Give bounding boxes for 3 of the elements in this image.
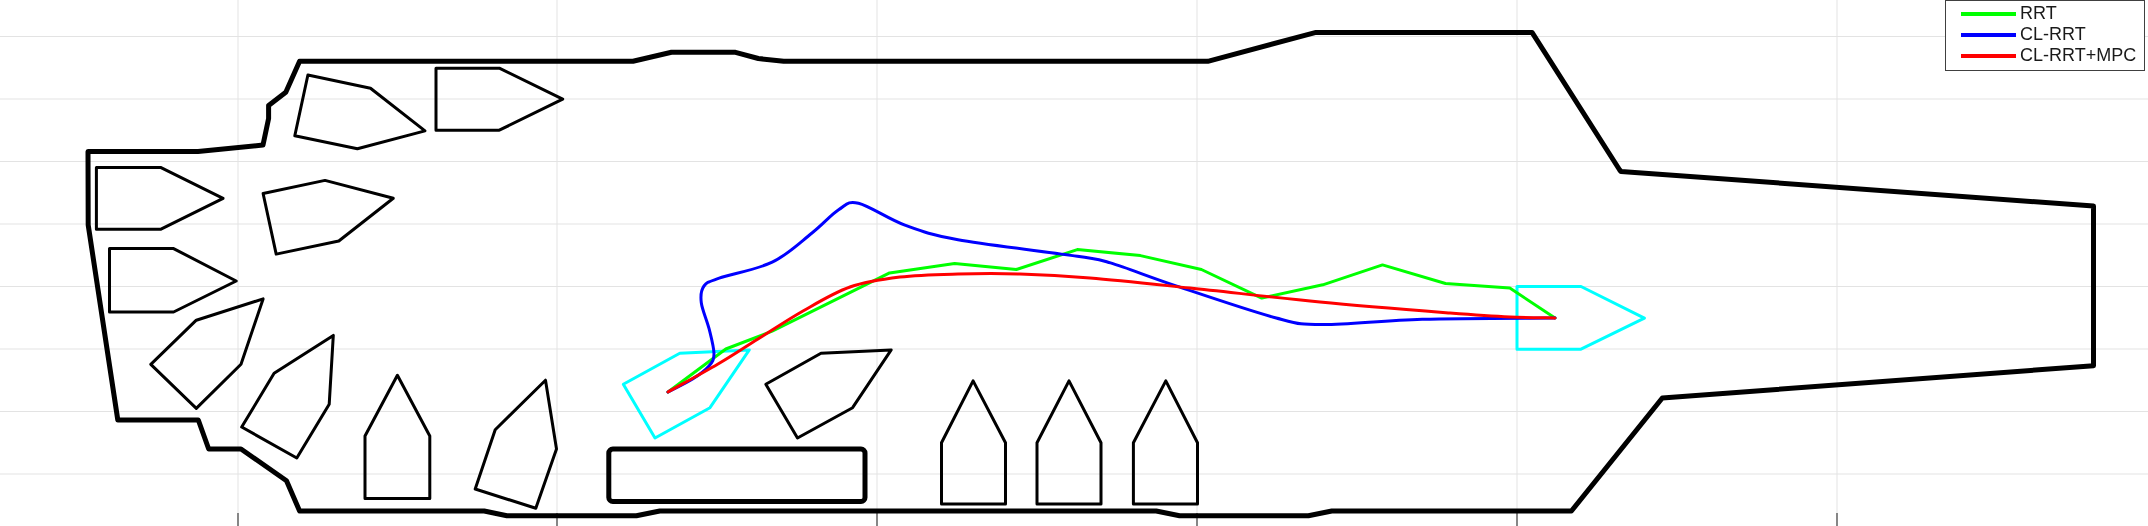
legend-label: CL-RRT [2020, 24, 2086, 45]
legend-label: RRT [2020, 3, 2057, 24]
legend-label: CL-RRT+MPC [2020, 45, 2137, 66]
